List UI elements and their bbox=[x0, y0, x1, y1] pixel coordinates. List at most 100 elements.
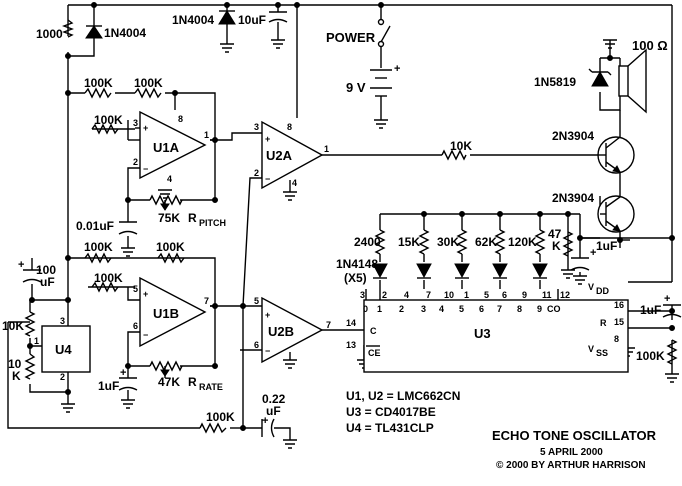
u3-vss-pin: 8 bbox=[614, 334, 619, 344]
resistor-10k-u4-top bbox=[24, 311, 36, 337]
label-c100-top: 100 bbox=[36, 263, 56, 277]
label-u1a: U1A bbox=[153, 140, 180, 155]
u2a-pin-in-p: 3 bbox=[254, 122, 259, 132]
label-r10k-output: 10K bbox=[450, 139, 472, 153]
capacitor-100uf bbox=[22, 269, 42, 283]
u1a-pin-in-p: 3 bbox=[133, 118, 138, 128]
u3-top-pin-3: 3 bbox=[360, 290, 365, 300]
u2a-plus: + bbox=[265, 134, 270, 144]
u3-vss: V bbox=[588, 344, 594, 354]
u1a-pin-vdd: 8 bbox=[178, 114, 183, 124]
label-r47k-bot: K bbox=[552, 239, 561, 253]
battery-9v bbox=[370, 69, 392, 104]
label-d1n4004-left: 1N4004 bbox=[104, 26, 146, 40]
label-pot-rate-sub: RATE bbox=[199, 382, 223, 392]
battery-plus: + bbox=[394, 63, 400, 75]
u3-output-2: 2 bbox=[399, 304, 404, 314]
u1a-minus: − bbox=[143, 164, 148, 174]
u1b-pin-in-m: 6 bbox=[133, 321, 138, 331]
resistor-120k bbox=[534, 229, 546, 255]
u3-top-pin-6: 6 bbox=[502, 290, 507, 300]
label-r100k-1: 100K bbox=[84, 76, 113, 90]
capacitor-10uf bbox=[268, 11, 288, 23]
u3-r: R bbox=[600, 318, 607, 328]
resistor-10k-output bbox=[441, 149, 467, 161]
resistor-100k-u1a-fb bbox=[134, 87, 162, 99]
u1a-pin-gnd: 4 bbox=[167, 174, 172, 184]
u2a-pin-in-m: 2 bbox=[254, 168, 259, 178]
label-pot-pitch-r: R bbox=[188, 211, 197, 225]
c1uf-plus: + bbox=[120, 367, 126, 379]
u3-output-7: 7 bbox=[497, 304, 502, 314]
label-c022-top: 0.22 bbox=[262, 392, 286, 406]
label-diodes-top: 1N4148 bbox=[336, 257, 378, 271]
label-r47k-top: 47 bbox=[548, 227, 562, 241]
opamp-u2b bbox=[261, 296, 324, 364]
label-u1b: U1B bbox=[153, 306, 179, 321]
label-u2b: U2B bbox=[268, 324, 294, 339]
ic-u3-cd4017 bbox=[363, 299, 629, 373]
copyright-label: © 2000 BY ARTHUR HARRISON bbox=[496, 460, 646, 471]
u2a-minus: − bbox=[265, 174, 270, 184]
label-r100k-7: 100K bbox=[206, 410, 235, 424]
diode-1n4004-top bbox=[218, 10, 236, 25]
label-r100k-3: 100K bbox=[94, 113, 123, 127]
label-r100k-6: 100K bbox=[94, 271, 123, 285]
resistor-100k-u1a-in bbox=[84, 87, 112, 99]
diodes-1n4148 bbox=[372, 263, 548, 279]
u1b-minus: − bbox=[143, 330, 148, 340]
label-d1n4004-top: 1N4004 bbox=[172, 13, 214, 27]
u3-output-9: 9 bbox=[537, 304, 542, 314]
u3-c-pin: 14 bbox=[346, 318, 356, 328]
u2b-pin-out: 7 bbox=[326, 320, 331, 330]
diode-1n4004-left bbox=[85, 25, 103, 39]
u3-vss-sub: SS bbox=[596, 348, 608, 358]
note-u3: U3 = CD4017BE bbox=[346, 405, 436, 419]
capacitor-001uf bbox=[118, 221, 138, 235]
label-speaker: 100 Ω bbox=[632, 38, 668, 53]
u3-ce-pin: 13 bbox=[346, 340, 356, 350]
pot-75k-pitch[interactable] bbox=[149, 194, 183, 206]
label-c001: 0.01uF bbox=[76, 219, 114, 233]
u3-vdd-pin: 16 bbox=[614, 300, 624, 310]
ic-u4-tl431 bbox=[41, 325, 91, 373]
label-r30k: 30K bbox=[437, 235, 459, 249]
label-r15k: 15K bbox=[398, 235, 420, 249]
resistor-62k bbox=[494, 229, 506, 255]
u3-output-0: 0 bbox=[363, 304, 368, 314]
u2a-pin-gnd: 4 bbox=[292, 178, 297, 188]
label-q2: 2N3904 bbox=[552, 191, 594, 205]
u1b-pin-in-p: 5 bbox=[133, 284, 138, 294]
u2b-pin-in-m: 6 bbox=[254, 340, 259, 350]
label-c1uf-u1b: 1uF bbox=[98, 379, 119, 393]
u3-top-pin-9: 9 bbox=[522, 290, 527, 300]
u3-output-5: 5 bbox=[459, 304, 464, 314]
c1uf-ladder-plus: + bbox=[590, 247, 596, 259]
label-power: POWER bbox=[326, 30, 376, 45]
label-c10uf: 10uF bbox=[238, 13, 266, 27]
label-r2400: 2400 bbox=[354, 235, 381, 249]
label-c1uf-ladder: 1uF bbox=[596, 239, 617, 253]
u3-top-pin-2: 2 bbox=[382, 290, 387, 300]
power-switch[interactable] bbox=[377, 18, 391, 48]
pot-47k-rate[interactable] bbox=[149, 360, 183, 372]
label-c022-bot: uF bbox=[266, 404, 281, 418]
label-r10k-b-bot: K bbox=[12, 369, 21, 383]
u3-output-4: 4 bbox=[439, 304, 444, 314]
u3-vdd-sub: DD bbox=[596, 286, 609, 296]
u4-pin-3: 3 bbox=[60, 316, 65, 326]
resistor-100k-u1a-bias bbox=[91, 123, 119, 135]
label-r100k-2: 100K bbox=[134, 76, 163, 90]
label-u4: U4 bbox=[55, 342, 72, 357]
capacitor-1uf-u1b bbox=[118, 377, 138, 391]
u3-output-3: 3 bbox=[421, 304, 426, 314]
resistor-100k-bottom bbox=[199, 422, 227, 434]
resistor-15k bbox=[418, 229, 430, 255]
resistor-1000 bbox=[62, 19, 74, 38]
capacitor-022uf bbox=[261, 418, 275, 438]
u3-top-pin-5: 5 bbox=[484, 290, 489, 300]
c022-plus: + bbox=[262, 415, 268, 427]
transistor-q2-2n3904 bbox=[597, 195, 635, 233]
